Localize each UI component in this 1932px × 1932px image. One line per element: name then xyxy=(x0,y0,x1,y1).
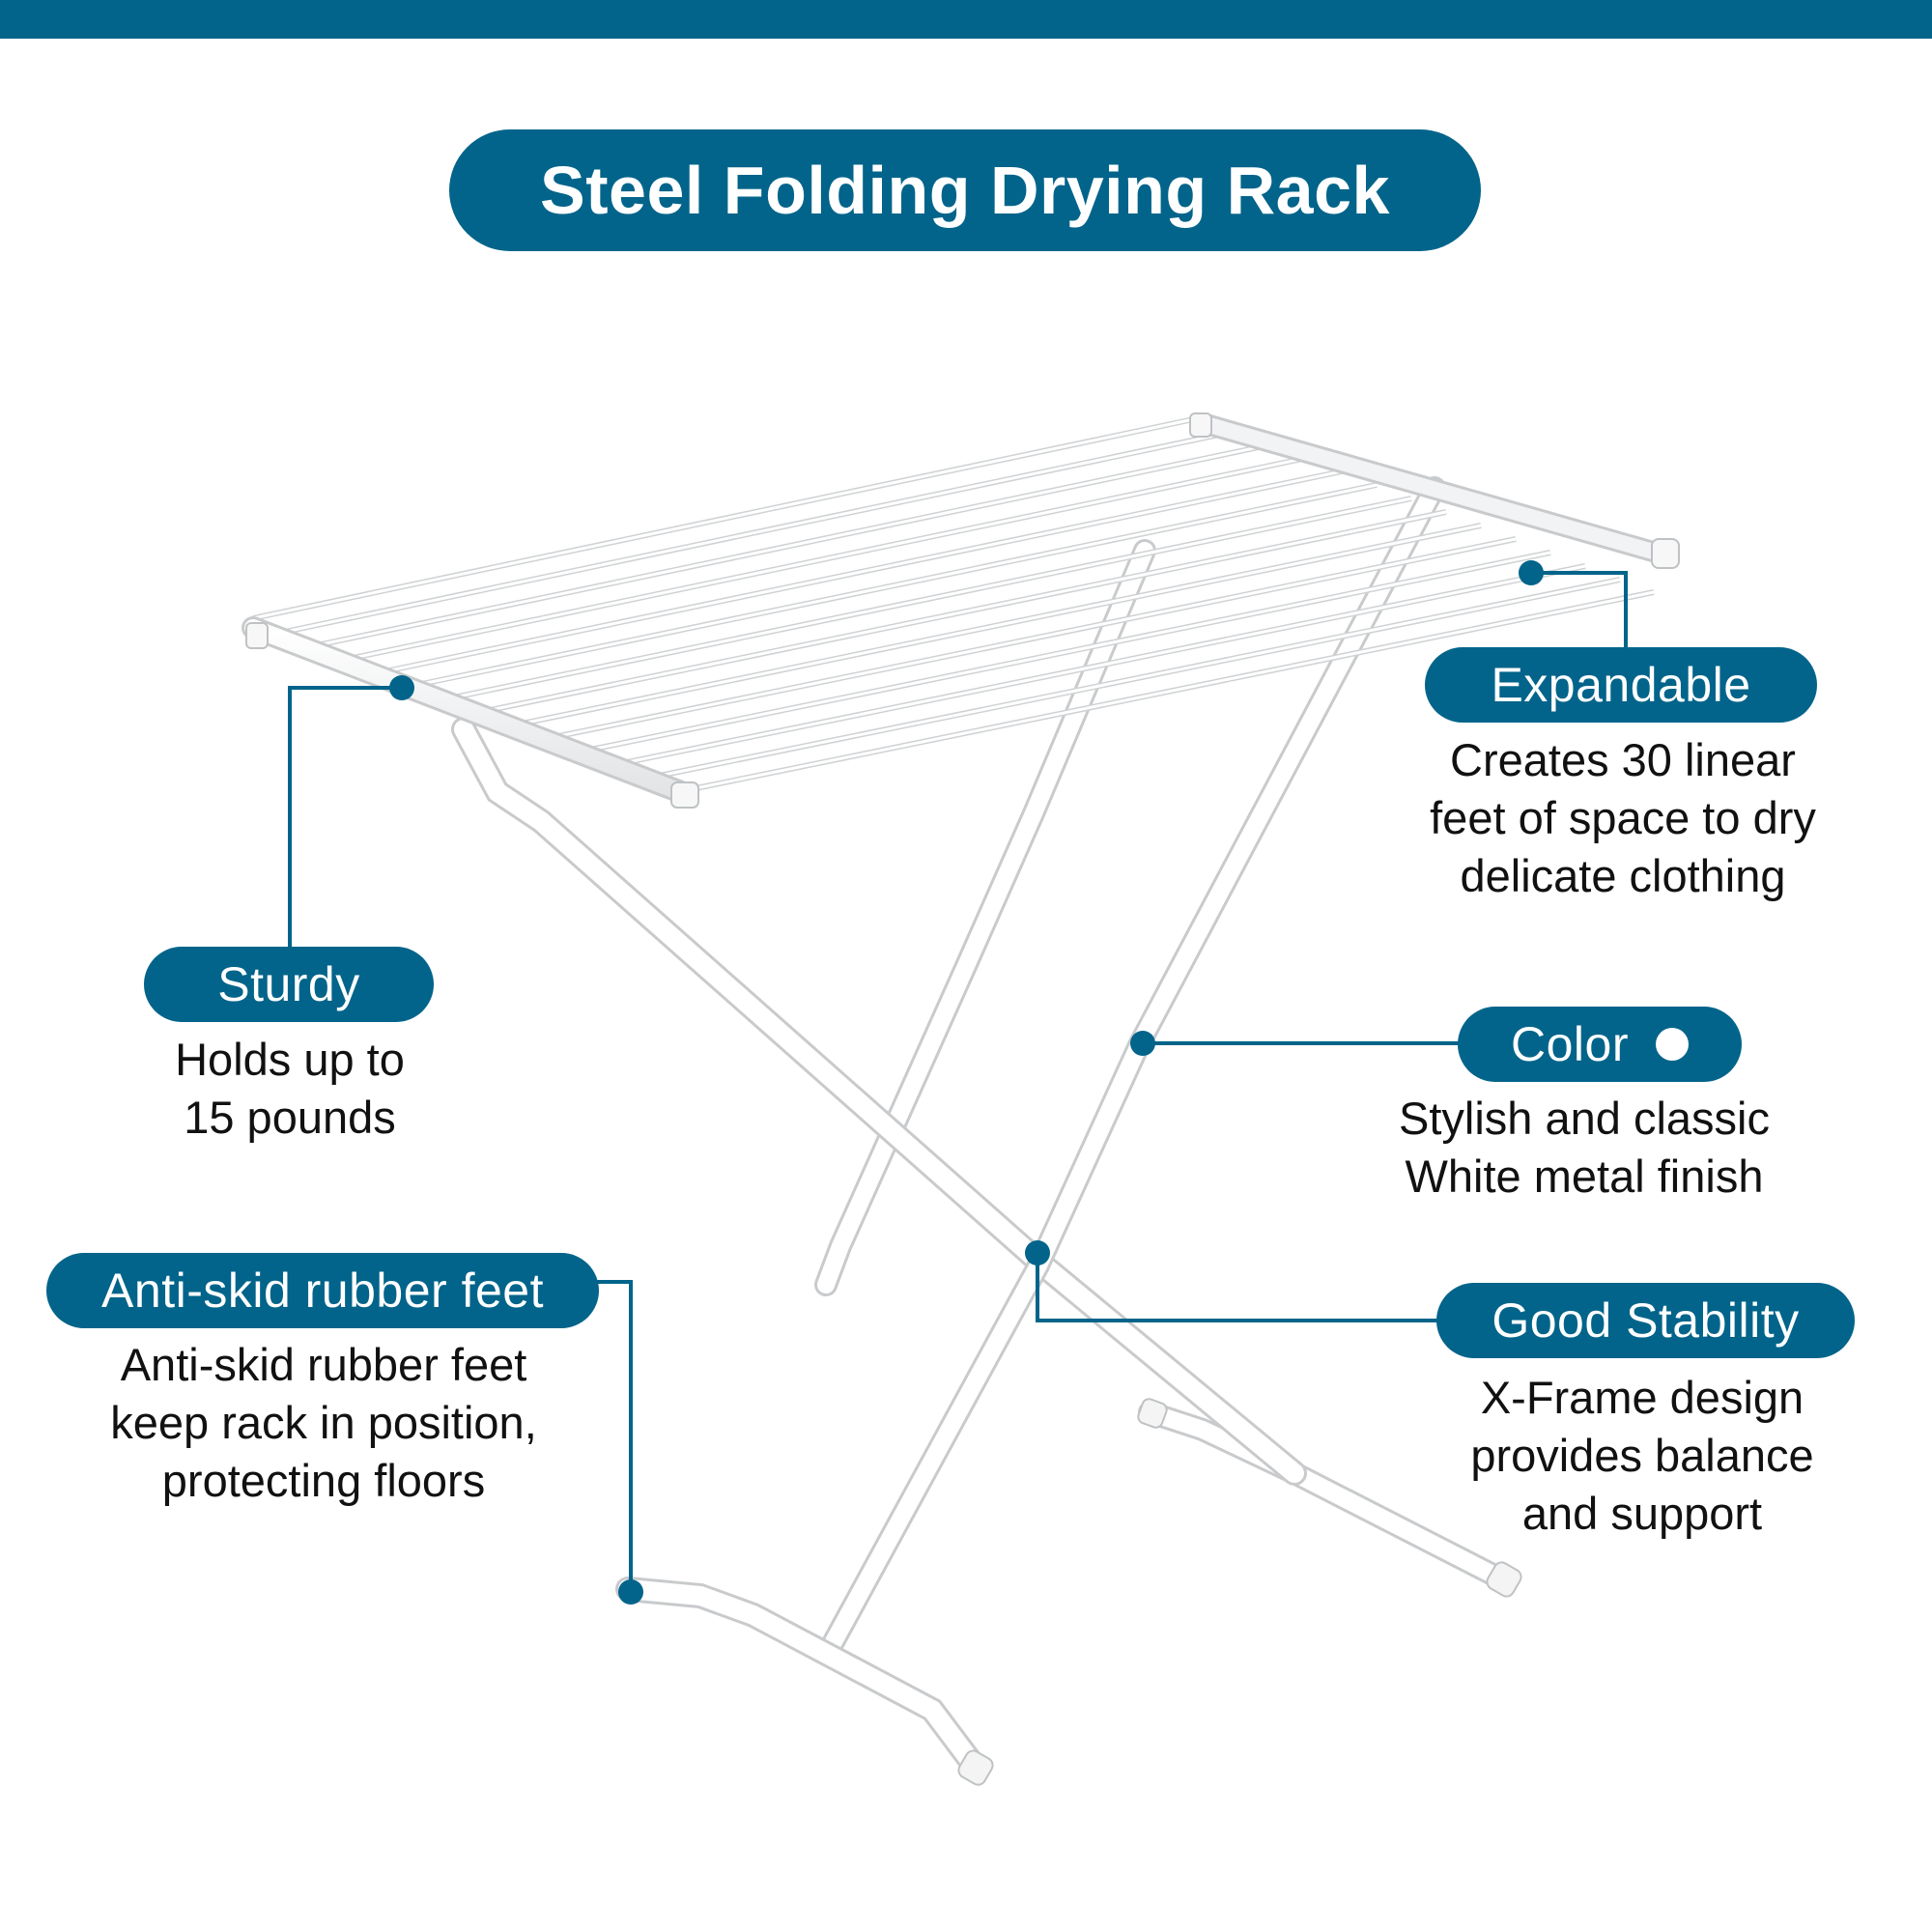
description-line: feet of space to dry xyxy=(1430,792,1816,843)
feature-feet-pill: Anti-skid rubber feet xyxy=(46,1253,599,1328)
description-line: provides balance xyxy=(1470,1430,1814,1481)
page-title: Steel Folding Drying Rack xyxy=(449,129,1481,251)
feature-sturdy-pill: Sturdy xyxy=(144,947,434,1022)
description-line: and support xyxy=(1521,1488,1763,1539)
description-line: Creates 30 linear xyxy=(1450,734,1796,785)
feature-expandable-label: Expandable xyxy=(1491,658,1751,712)
rubber-feet xyxy=(957,1398,1522,1786)
feature-sturdy-label: Sturdy xyxy=(217,957,360,1011)
feature-sturdy-description: Holds up to 15 pounds xyxy=(106,1031,473,1147)
description-line: protecting floors xyxy=(161,1455,486,1506)
description-line: keep rack in position, xyxy=(110,1397,537,1448)
description-line: Stylish and classic xyxy=(1399,1093,1770,1144)
callout-dots xyxy=(389,560,1544,1605)
rear-legs xyxy=(814,539,1156,1296)
feature-color-label: Color xyxy=(1511,1017,1629,1071)
description-line: delicate clothing xyxy=(1460,850,1786,901)
front-leg-a xyxy=(451,717,1307,1486)
description-line: Anti-skid rubber feet xyxy=(120,1339,527,1390)
feature-feet-description: Anti-skid rubber feet keep rack in posit… xyxy=(39,1336,609,1510)
front-leg-b xyxy=(819,476,1446,1659)
description-line: Holds up to xyxy=(175,1034,405,1085)
feature-expandable-pill: Expandable xyxy=(1425,647,1817,723)
front-foot-bar xyxy=(615,1577,988,1780)
description-line: X-Frame design xyxy=(1480,1372,1804,1423)
feature-color-pill: Color xyxy=(1458,1007,1742,1082)
drying-rack-top xyxy=(242,412,1680,809)
feature-stability-label: Good Stability xyxy=(1492,1293,1800,1348)
color-swatch-icon xyxy=(1655,1028,1689,1061)
feature-feet-label: Anti-skid rubber feet xyxy=(101,1264,544,1318)
callout-lines xyxy=(288,571,1628,1592)
feature-color-description: Stylish and classic White metal finish xyxy=(1314,1090,1855,1206)
feature-stability-description: X-Frame design provides balance and supp… xyxy=(1372,1369,1913,1543)
top-banner xyxy=(0,0,1932,39)
feature-stability-pill: Good Stability xyxy=(1436,1283,1855,1358)
description-line: White metal finish xyxy=(1405,1151,1764,1202)
feature-expandable-description: Creates 30 linear feet of space to dry d… xyxy=(1352,731,1893,905)
description-line: 15 pounds xyxy=(184,1092,396,1143)
